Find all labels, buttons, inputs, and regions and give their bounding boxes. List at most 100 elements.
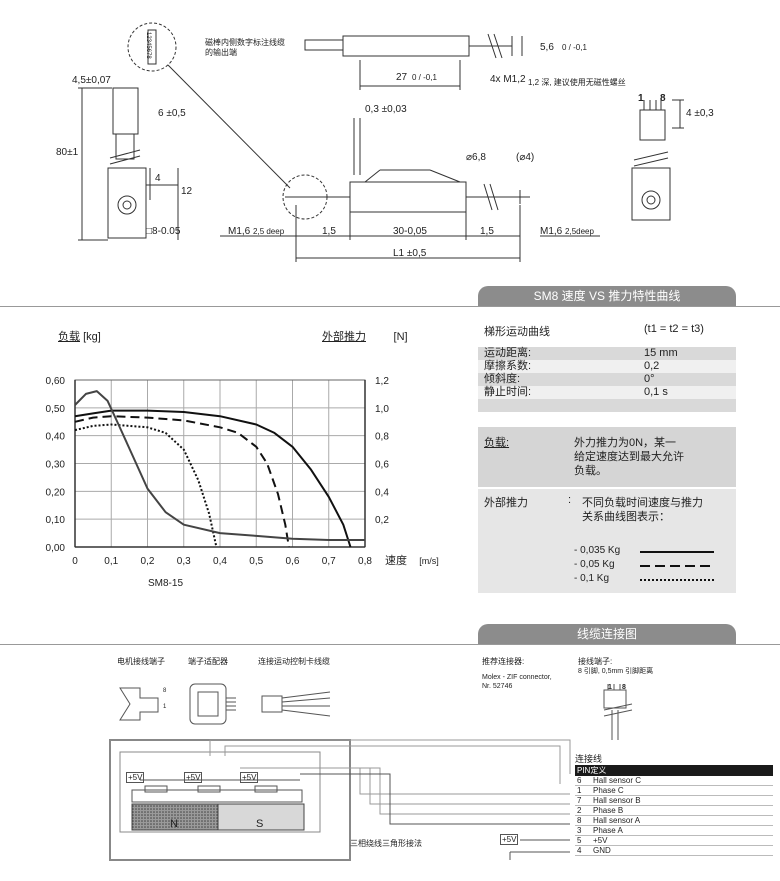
x-tick-label: 0,6: [286, 556, 300, 567]
param-row: 运动距离:15 mm: [478, 347, 736, 360]
series-line-3: [74, 390, 365, 541]
chart-x-label: 速度 [m/s]: [385, 555, 439, 567]
section-title-chart: SM8 速度 VS 推力特性曲线: [478, 286, 736, 306]
magnet-s: S: [256, 818, 264, 830]
pin-mark-8: 8: [163, 688, 167, 694]
y-right-tick-label: 0,2: [375, 515, 389, 526]
rod-marks: 12345678: [145, 32, 151, 59]
x-tick-label: 0,7: [322, 556, 336, 567]
param-key: 静止时间:: [484, 386, 532, 398]
legend-item: - 0,1 Kg: [574, 573, 734, 587]
molex-1: Molex - ZIF connector,: [482, 674, 552, 681]
dim-1-5-b: 1,5: [480, 226, 494, 237]
load-text-3: 负载。: [574, 465, 607, 477]
ext-text-2: 关系曲线图表示：: [582, 511, 670, 523]
legend-item: - 0,05 Kg: [574, 559, 734, 573]
conn-title: 连接线: [575, 754, 603, 764]
profile-label: 梯形运动曲线: [484, 326, 550, 338]
legend-label: - 0,035 Kg: [574, 545, 621, 556]
pin-number: 1: [575, 785, 591, 796]
term-pin-8: 8: [622, 684, 626, 691]
legend-swatch: [640, 579, 714, 581]
dim-6-8: ⌀6,8: [466, 152, 486, 163]
pin-number: 7: [575, 795, 591, 806]
v5-label-c: +5V: [240, 772, 259, 783]
x-tick-label: 0,2: [141, 556, 155, 567]
three-phase-label: 三相绕线三角形接法: [350, 839, 422, 848]
load-label: 负载:: [484, 437, 510, 449]
molex-2: Nr. 52746: [482, 683, 513, 690]
dim-m16-left: M1,6 2,5 deep: [228, 226, 285, 237]
pin-number: 8: [575, 815, 591, 826]
controller-cable-label: 连接运动控制卡线缆: [258, 657, 330, 666]
pin-signal: Hall sensor A: [591, 815, 773, 826]
dim-80: 80±1: [56, 147, 79, 158]
legend-swatch: [640, 551, 714, 553]
pin-signal: Hall sensor B: [591, 795, 773, 806]
dim-30: 30-0,05: [393, 226, 427, 237]
x-tick-label: 0,1: [104, 556, 118, 567]
pin-8: 8: [660, 93, 666, 104]
dim-l1: L1 ±0,5: [393, 248, 427, 259]
dim-12: 12: [181, 186, 193, 197]
param-row: 静止时间: 0,1 s: [478, 386, 736, 399]
dim-0-3: 0,3 ±0,03: [365, 104, 407, 115]
dim-5-6-tol: 0 / -0,1: [562, 43, 587, 52]
series-line-0: [74, 409, 352, 548]
pin-mark-1: 1: [163, 704, 167, 710]
x-tick-label: 0,5: [249, 556, 263, 567]
rod-note: 磁棒内侧数字标注线缆的输出端: [205, 38, 285, 57]
y-right-tick-label: 1,0: [375, 404, 389, 415]
param-row: 摩擦系数:0,2: [478, 360, 736, 373]
pin-row: 5+5V: [575, 835, 773, 846]
pin-1: 1: [638, 93, 644, 104]
dim-phi-4: (⌀4): [516, 152, 535, 163]
pin-number: 2: [575, 805, 591, 816]
dim-m16-right: M1,6 2,5deep: [540, 226, 594, 237]
pin-number: 3: [575, 825, 591, 836]
magnet-n: N: [170, 818, 178, 830]
y-left-tick-label: 0,30: [46, 460, 66, 471]
pin-number: 6: [575, 776, 591, 786]
y-left-tick-label: 0,40: [46, 432, 66, 443]
dim-screw-note: 1,2 深, 建议使用无磁性螺丝: [528, 78, 626, 87]
legend-swatch: [640, 565, 714, 567]
param-row: 倾斜度:0°: [478, 373, 736, 386]
series-line-1: [74, 415, 290, 548]
dim-8: □8-0.05: [146, 226, 181, 237]
dim-6: 6 ±0,5: [158, 108, 186, 119]
v5-label-a: +5V: [126, 772, 145, 783]
param-key: 摩擦系数:: [484, 360, 532, 372]
v5-label-d: +5V: [500, 834, 519, 845]
terminal-adapter-label: 端子适配器: [188, 657, 228, 666]
chart-left-label: 负载 [kg]: [58, 331, 101, 343]
param-key: 运动距离:: [484, 347, 532, 359]
param-value: 0,1 s: [644, 386, 668, 398]
dim-screw: 4x M1,2: [490, 74, 526, 85]
y-left-tick-label: 0,60: [46, 376, 66, 387]
pin-number: 5: [575, 835, 591, 846]
divider-top: [0, 306, 780, 307]
divider-middle: [0, 644, 780, 645]
cable-diagram: [109, 683, 633, 861]
ext-text-1: 不同负载时间速度与推力: [582, 497, 703, 509]
v5-label-b: +5V: [184, 772, 203, 783]
load-text-2: 给定速度达到最大允许: [574, 451, 684, 463]
dim-27-tol: 0 / -0,1: [412, 73, 437, 82]
dim-1-5-a: 1,5: [322, 226, 336, 237]
terminal-note: 8 引脚, 0,5mm 引脚距离: [578, 668, 654, 675]
pin-signal: Phase A: [591, 825, 773, 836]
y-right-tick-label: 0,6: [375, 460, 389, 471]
term-pin-1: 1: [608, 684, 612, 691]
chart-right-label: 外部推力 [N]: [322, 331, 408, 343]
legend-item: - 0,035 Kg: [574, 545, 734, 559]
y-left-tick-label: 0,10: [46, 515, 66, 526]
